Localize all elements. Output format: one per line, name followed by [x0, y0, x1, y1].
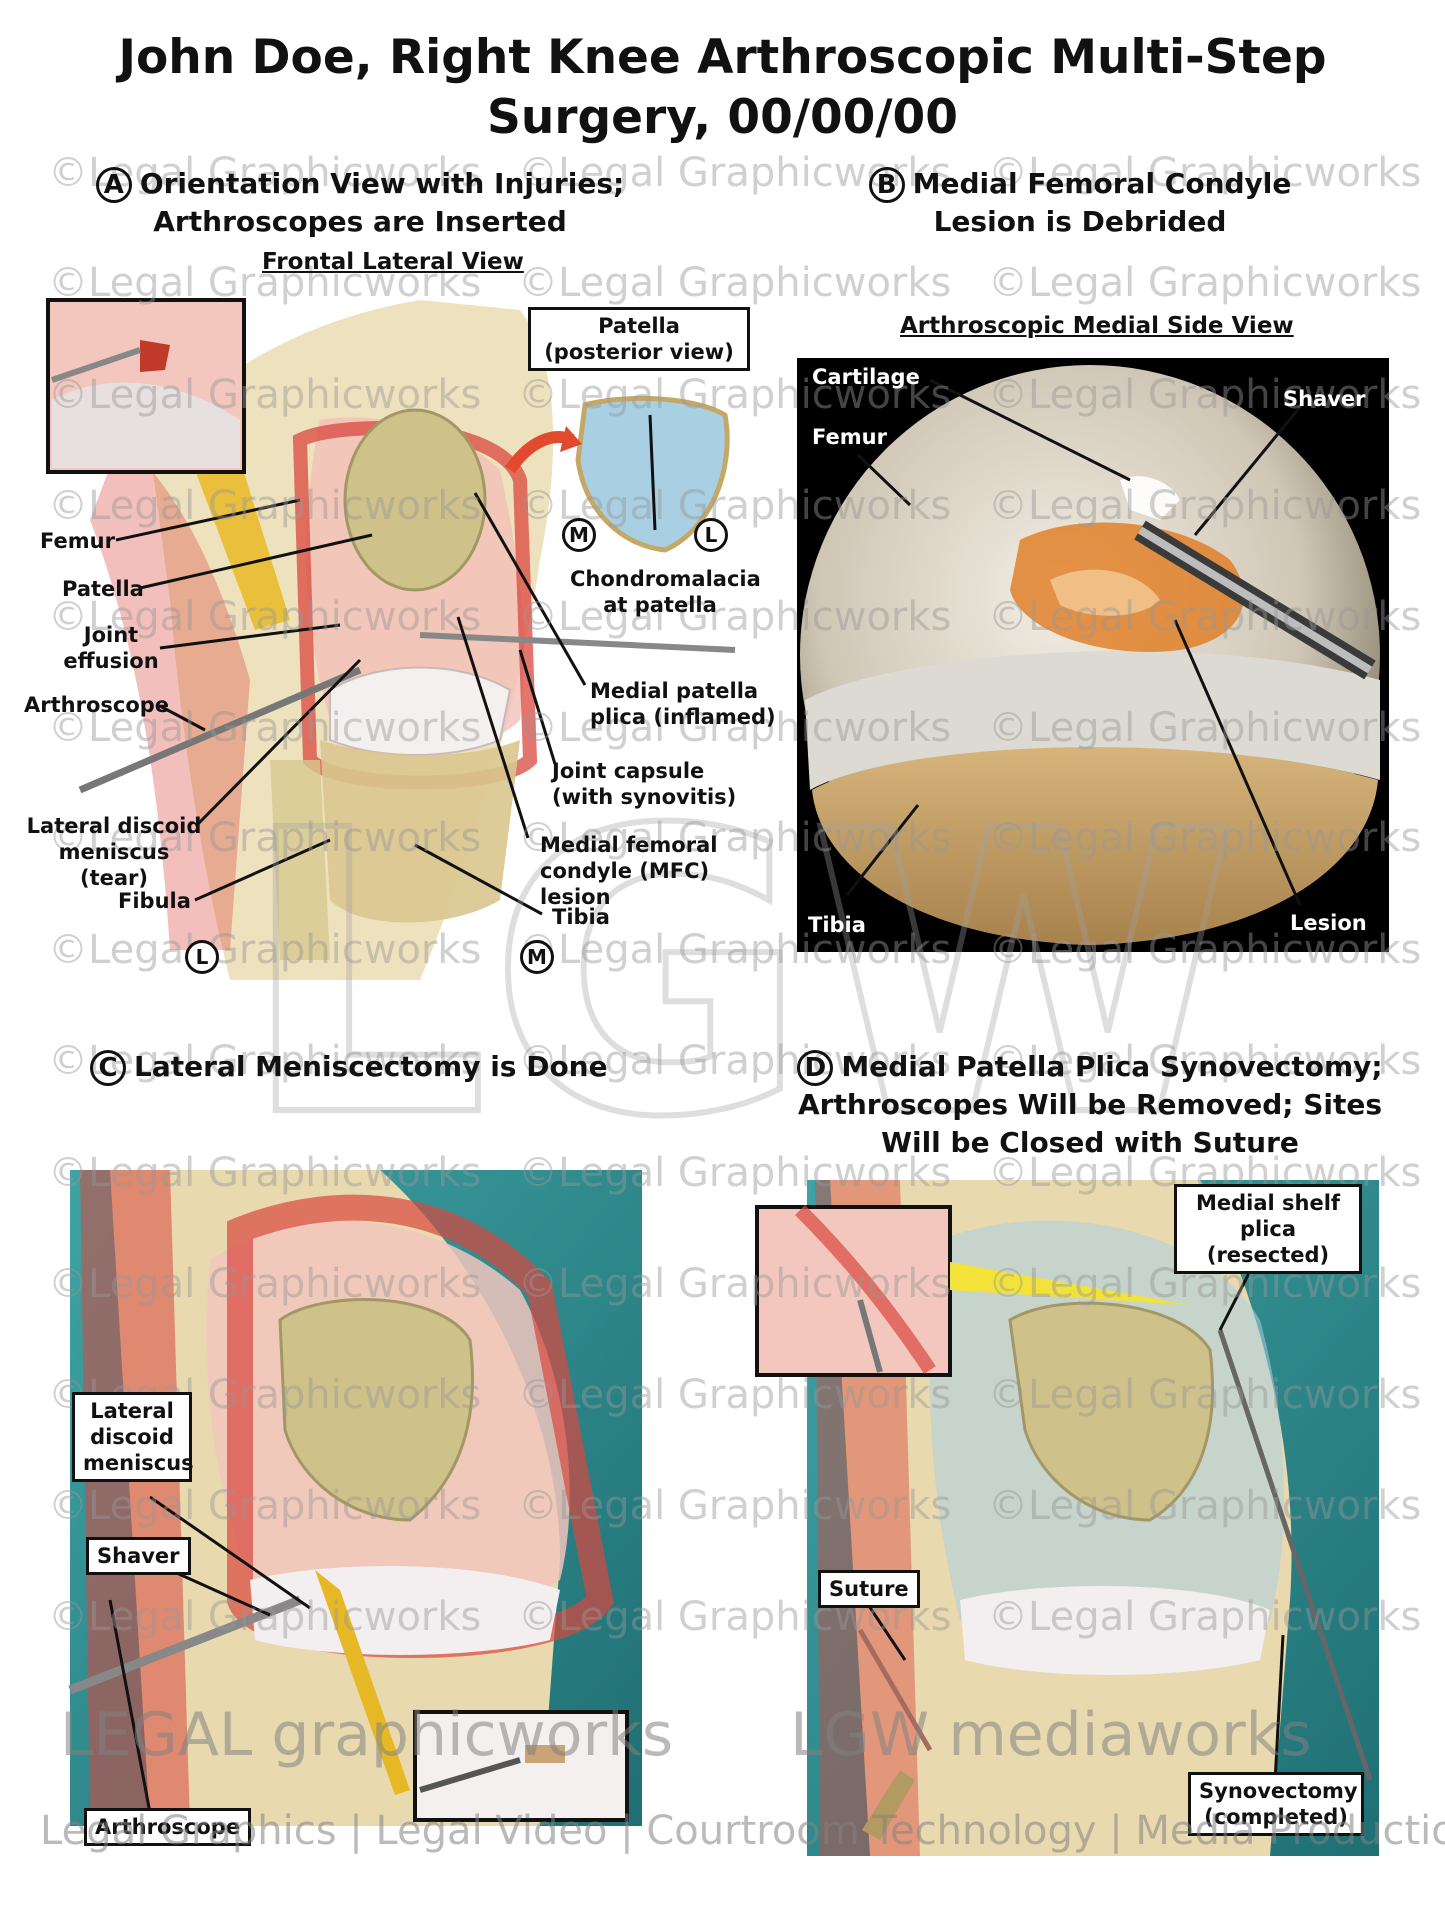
watermark-text: ©Legal Graphicworks [518, 705, 952, 751]
watermark-text: ©Legal Graphicworks [48, 1261, 482, 1307]
label-chondromalacia: Chondromalacia at patella [570, 567, 761, 617]
label-cartilage: Cartilage [812, 365, 920, 389]
watermark-text: ©Legal Graphicworks [988, 815, 1422, 861]
page-title: John Doe, Right Knee Arthroscopic Multi-… [118, 30, 1327, 145]
label-patella: Patella [62, 577, 144, 601]
panel-d-heading-line3: Will be Closed with Suture [881, 1126, 1299, 1159]
watermark-text: ©Legal Graphicworks [988, 594, 1422, 640]
panel-c-knee-illustration [68, 1170, 642, 1826]
leader-lines [108, 378, 1302, 1814]
panel-a-heading-line1: Orientation View with Injuries; [139, 167, 625, 200]
panel-d-letter: D [797, 1050, 834, 1086]
label-medial-shelf-plica: Medial shelf plica (resected) [1174, 1184, 1362, 1274]
lateral-marker-patella: L [694, 518, 728, 552]
panel-a-letter: A [95, 167, 132, 203]
panel-b-scope-view [797, 358, 1389, 952]
watermark-text: ©Legal Graphicworks [48, 815, 482, 861]
watermark-text: ©Legal Graphicworks [48, 260, 482, 306]
watermark-text: ©Legal Graphicworks [518, 1372, 952, 1418]
watermark-text: ©Legal Graphicworks [988, 927, 1422, 973]
brand-left: LEGAL graphicworks [60, 1700, 674, 1770]
label-suture: Suture [818, 1570, 920, 1608]
watermark-text: ©Legal Graphicworks [518, 1483, 952, 1529]
label-tibia-b: Tibia [808, 913, 866, 937]
panel-b-letter: B [868, 167, 905, 203]
label-arthroscope: Arthroscope [24, 693, 170, 717]
panel-b-subheading: Arthroscopic Medial Side View [900, 313, 1294, 339]
label-arthroscope-c: Arthroscope [84, 1808, 252, 1846]
panel-b-heading-line1: Medial Femoral Condyle [912, 167, 1292, 200]
watermark-text: ©Legal Graphicworks [48, 927, 482, 973]
label-mfc-lesion: Medial femoral condyle (MFC) lesion [540, 833, 718, 909]
brand-right: LGW mediaworks [790, 1700, 1312, 1770]
brand-footer: Legal Graphics | Legal Video | Courtroom… [40, 1808, 1445, 1854]
panel-a-heading-line2: Arthroscopes are Inserted [153, 205, 567, 238]
label-shaver-b: Shaver [1283, 387, 1366, 411]
label-synovectomy: Synovectomy (completed) [1188, 1772, 1364, 1836]
watermark-text: ©Legal Graphicworks [48, 372, 482, 418]
label-medial-plica: Medial patella plica (inflamed) [590, 679, 776, 729]
watermark-text: ©Legal Graphicworks [48, 594, 482, 640]
watermark-text: ©Legal Graphicworks [988, 1483, 1422, 1529]
label-femur-b: Femur [812, 425, 887, 449]
watermark-text: ©Legal Graphicworks [48, 1150, 482, 1196]
panel-d-knee-illustration [755, 1180, 1379, 1856]
label-tibia: Tibia [552, 905, 610, 929]
watermark-text: ©Legal Graphicworks [988, 1372, 1422, 1418]
watermark-text: ©Legal Graphicworks [988, 483, 1422, 529]
watermark-text: ©Legal Graphicworks [48, 1483, 482, 1529]
panel-c-heading-text: Lateral Meniscectomy is Done [134, 1050, 608, 1083]
watermark-text: ©Legal Graphicworks [988, 150, 1422, 196]
medial-marker-patella: M [562, 518, 596, 552]
watermark-text: ©Legal Graphicworks [988, 1038, 1422, 1084]
label-lateral-discoid-meniscus: Lateral discoid meniscus (tear) [26, 814, 202, 890]
watermark-text: ©Legal Graphicworks [518, 1150, 952, 1196]
label-femur: Femur [40, 529, 115, 553]
panel-c-letter: C [90, 1050, 126, 1086]
lgw-watermark-letters: LGW [240, 748, 1239, 1202]
watermark-text: ©Legal Graphicworks [518, 594, 952, 640]
watermark-text: ©Legal Graphicworks [48, 483, 482, 529]
panel-d-heading-line1: Medial Patella Plica Synovectomy; [841, 1050, 1383, 1083]
watermark-text: ©Legal Graphicworks [518, 1261, 952, 1307]
label-joint-effusion: Joint effusion [63, 623, 159, 673]
watermark-text: ©Legal Graphicworks [988, 705, 1422, 751]
watermark-text: ©Legal Graphicworks [48, 705, 482, 751]
panel-a-subheading: Frontal Lateral View [262, 249, 524, 275]
label-lesion: Lesion [1290, 911, 1367, 935]
watermark-text: ©Legal Graphicworks [518, 1038, 952, 1084]
watermark-text: ©Legal Graphicworks [518, 927, 952, 973]
watermark-text: ©Legal Graphicworks [48, 1594, 482, 1640]
patella-posterior-box: Patella (posterior view) [528, 307, 750, 371]
watermark-text: ©Legal Graphicworks [988, 260, 1422, 306]
panel-a-knee-illustration [78, 300, 736, 980]
watermark-text: ©Legal Graphicworks [988, 1594, 1422, 1640]
watermark-text: ©Legal Graphicworks [518, 260, 952, 306]
label-joint-capsule: Joint capsule (with synovitis) [552, 759, 737, 809]
medial-marker: M [520, 940, 554, 974]
lateral-marker: L [185, 940, 219, 974]
panel-a-inset [46, 298, 246, 474]
label-shaver-c: Shaver [86, 1537, 191, 1575]
label-fibula: Fibula [118, 889, 191, 913]
panel-d-heading-line2: Arthroscopes Will be Removed; Sites [798, 1088, 1382, 1121]
watermark-text: ©Legal Graphicworks [988, 372, 1422, 418]
label-lateral-discoid-c: Lateral discoid meniscus [72, 1392, 194, 1482]
panel-b-heading-line2: Lesion is Debrided [933, 205, 1227, 238]
watermark-text: ©Legal Graphicworks [518, 372, 952, 418]
watermark-text: ©Legal Graphicworks [518, 815, 952, 861]
